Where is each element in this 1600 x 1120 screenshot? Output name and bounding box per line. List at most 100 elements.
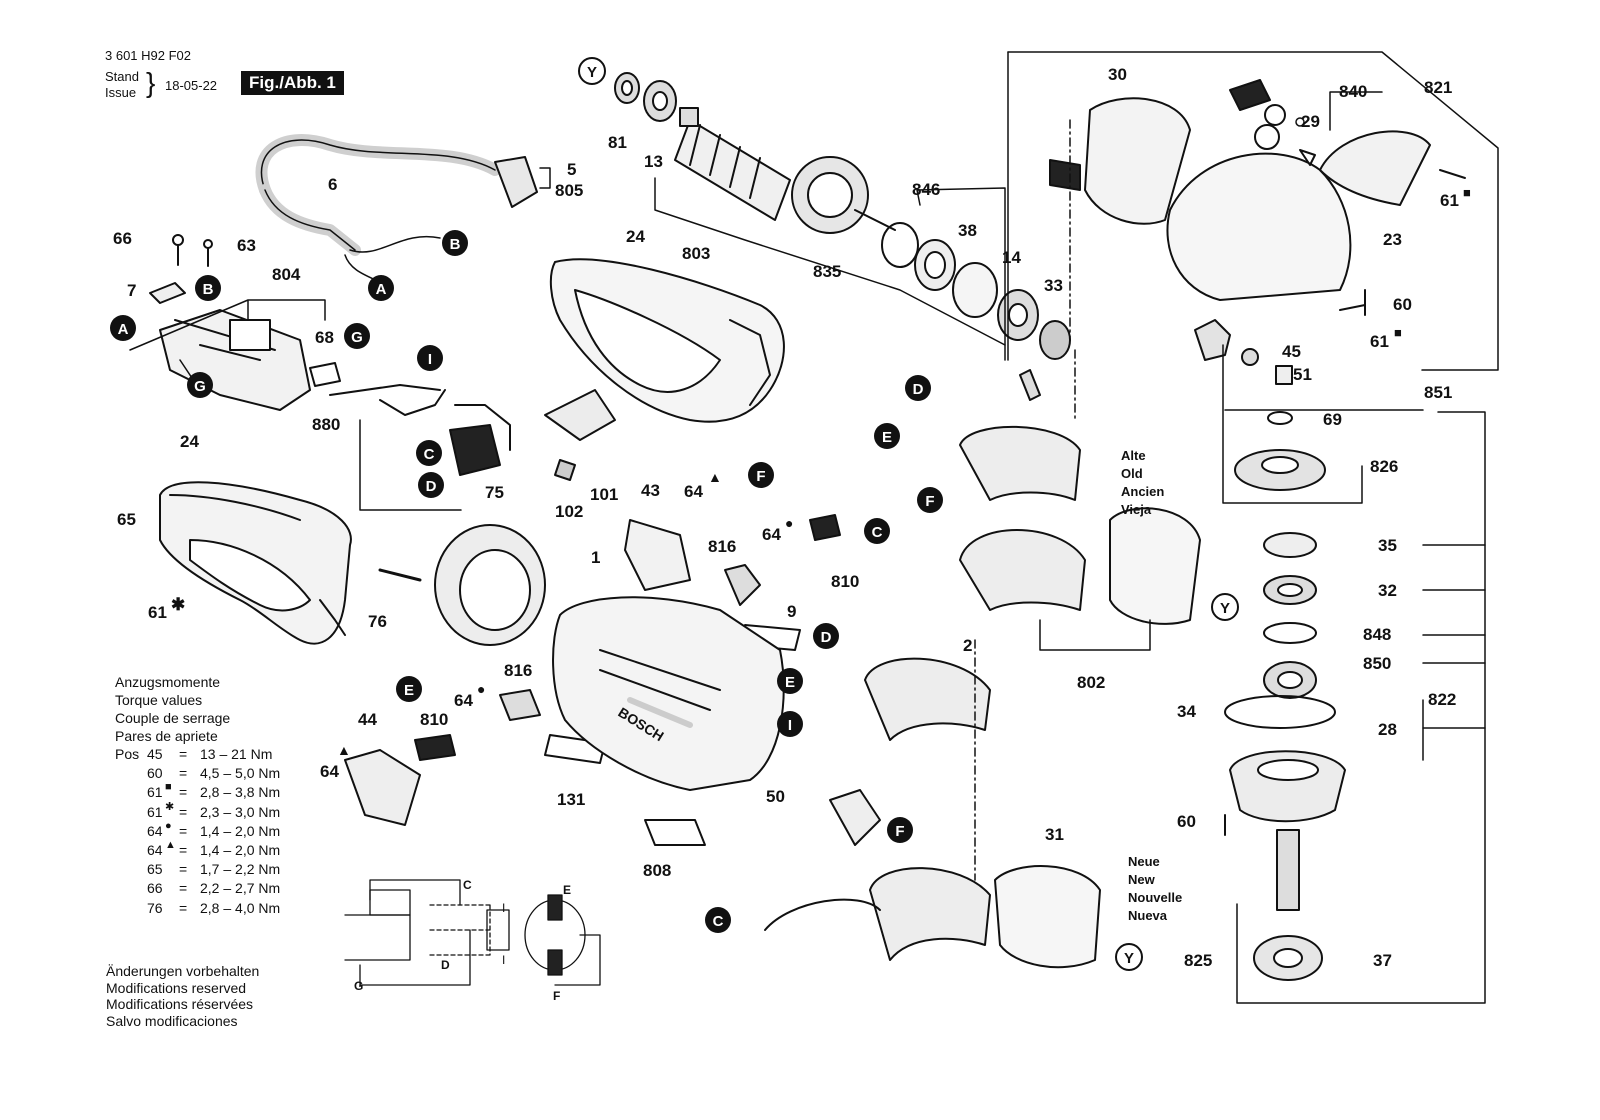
- brace: }: [146, 67, 156, 98]
- torque-title-de: Anzugsmomente: [115, 674, 221, 690]
- svg-text:●: ●: [477, 681, 485, 697]
- svg-text:64: 64: [454, 691, 473, 710]
- svg-text:28: 28: [1378, 720, 1397, 739]
- svg-text:68: 68: [315, 328, 334, 347]
- svg-text:I: I: [428, 351, 432, 368]
- side-handle: [159, 481, 352, 645]
- doc-number: 3 601 H92 F02: [105, 48, 192, 63]
- svg-text:880: 880: [312, 415, 340, 434]
- svg-text:I: I: [788, 717, 792, 734]
- svg-text:64: 64: [320, 762, 339, 781]
- note-en: Modifications reserved: [106, 979, 247, 996]
- old-label-es: Vieja: [1121, 502, 1152, 517]
- svg-text:✱: ✱: [171, 595, 185, 614]
- svg-text:61: 61: [148, 603, 167, 622]
- svg-text:60: 60: [1393, 295, 1412, 314]
- svg-text:23: 23: [1383, 230, 1402, 249]
- old-version-label: Alte Old Ancien Vieja: [1121, 447, 1164, 519]
- new-version-label: Neue New Nouvelle Nueva: [1128, 853, 1182, 925]
- svg-text:F: F: [925, 493, 934, 510]
- svg-text:C: C: [424, 446, 435, 463]
- torque-equals: =: [179, 880, 188, 897]
- svg-text:45: 45: [1282, 342, 1301, 361]
- svg-text:804: 804: [272, 265, 301, 284]
- switch-assembly: [149, 234, 511, 476]
- torque-title-es: Pares de apriete: [115, 728, 218, 744]
- torque-marker: ✱: [165, 800, 175, 813]
- torque-value: 1,7 – 2,2 Nm: [200, 861, 281, 878]
- wiring-diagram: [344, 879, 601, 986]
- bevel-gear: [1234, 411, 1326, 491]
- svg-text:61: 61: [1370, 332, 1389, 351]
- svg-text:805: 805: [555, 181, 583, 200]
- svg-text:F: F: [553, 989, 560, 1003]
- svg-text:G: G: [354, 979, 363, 993]
- svg-text:102: 102: [555, 502, 583, 521]
- svg-text:1: 1: [591, 548, 600, 567]
- svg-text:75: 75: [485, 483, 504, 502]
- motor-housing: BOSCH: [552, 596, 785, 791]
- armature: [674, 107, 896, 234]
- svg-text:76: 76: [368, 612, 387, 631]
- stand-label: Stand: [105, 69, 139, 84]
- torque-row: 66=2,2 – 2,7 Nm: [115, 879, 280, 898]
- svg-text:F: F: [895, 823, 904, 840]
- new-label-fr: Nouvelle: [1128, 890, 1183, 905]
- svg-text:13: 13: [644, 152, 663, 171]
- svg-text:34: 34: [1177, 702, 1196, 721]
- svg-text:▲: ▲: [708, 469, 722, 485]
- svg-text:G: G: [351, 329, 363, 346]
- svg-text:64: 64: [762, 525, 781, 544]
- svg-text:E: E: [563, 883, 571, 897]
- svg-text:●: ●: [785, 515, 793, 531]
- svg-text:802: 802: [1077, 673, 1105, 692]
- svg-text:Y: Y: [1220, 600, 1230, 617]
- torque-value: 4,5 – 5,0 Nm: [200, 765, 281, 782]
- svg-text:■: ■: [1394, 325, 1402, 340]
- torque-equals: =: [179, 861, 188, 878]
- svg-text:A: A: [118, 321, 129, 338]
- old-label-en: Old: [1121, 466, 1143, 481]
- svg-text:D: D: [441, 958, 450, 972]
- issue-label: Issue: [105, 85, 137, 100]
- svg-text:101: 101: [590, 485, 618, 504]
- old-label-fr: Ancien: [1121, 484, 1165, 499]
- svg-text:C: C: [872, 524, 883, 541]
- svg-text:37: 37: [1373, 951, 1392, 970]
- svg-text:66: 66: [113, 229, 132, 248]
- torque-row: 65=1,7 – 2,2 Nm: [115, 860, 280, 879]
- svg-text:Y: Y: [587, 64, 597, 81]
- svg-text:24: 24: [180, 432, 199, 451]
- svg-text:9: 9: [787, 602, 796, 621]
- svg-text:B: B: [450, 236, 461, 253]
- svg-text:D: D: [426, 478, 437, 495]
- note-es: Salvo modificaciones: [106, 1012, 238, 1029]
- svg-text:2: 2: [963, 636, 972, 655]
- svg-text:E: E: [882, 429, 892, 446]
- svg-text:50: 50: [766, 787, 785, 806]
- torque-value: 2,2 – 2,7 Nm: [200, 880, 281, 897]
- leader-lines: [129, 51, 1499, 1004]
- svg-text:803: 803: [682, 244, 710, 263]
- torque-value: 2,3 – 3,0 Nm: [200, 803, 281, 820]
- svg-text:G: G: [194, 378, 206, 395]
- modification-notes: Änderungen vorbehalten Modifications res…: [106, 963, 259, 1029]
- torque-title-en: Torque values: [115, 692, 203, 708]
- svg-text:D: D: [913, 381, 924, 398]
- svg-text:31: 31: [1045, 825, 1064, 844]
- new-label-es: Nueva: [1128, 908, 1168, 923]
- svg-text:44: 44: [358, 710, 377, 729]
- torque-pos: 45: [147, 746, 163, 762]
- svg-text:810: 810: [420, 710, 448, 729]
- svg-text:822: 822: [1428, 690, 1456, 709]
- svg-text:6: 6: [328, 175, 337, 194]
- svg-text:81: 81: [608, 133, 627, 152]
- svg-text:24: 24: [626, 227, 645, 246]
- svg-text:61: 61: [1440, 191, 1459, 210]
- svg-text:14: 14: [1002, 248, 1021, 267]
- svg-text:846: 846: [912, 180, 940, 199]
- svg-text:E: E: [785, 674, 795, 691]
